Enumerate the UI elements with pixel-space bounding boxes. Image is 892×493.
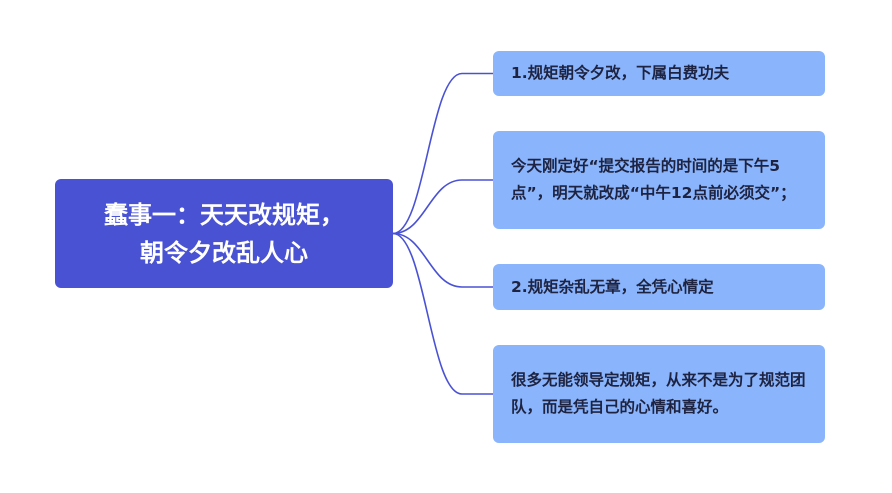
connector-branch-1 bbox=[392, 72, 493, 235]
root-node[interactable]: 蠢事一：天天改规矩， 朝令夕改乱人心 bbox=[55, 179, 393, 288]
branch-node-4[interactable]: 很多无能领导定规矩，从来不是为了规范团队，而是凭自己的心情和喜好。 bbox=[493, 345, 825, 443]
connector-branch-3 bbox=[392, 232, 493, 288]
root-title-line-1: 蠢事一：天天改规矩， bbox=[104, 200, 344, 229]
branch-text-4: 很多无能领导定规矩，从来不是为了规范团队，而是凭自己的心情和喜好。 bbox=[511, 371, 806, 416]
connector-branch-4 bbox=[392, 232, 493, 395]
branch-text-3: 2.规矩杂乱无章，全凭心情定 bbox=[511, 277, 714, 296]
branch-node-3[interactable]: 2.规矩杂乱无章，全凭心情定 bbox=[493, 264, 825, 310]
branch-text-2: 今天刚定好“提交报告的时间的是下午5点”，明天就改成“中午12点前必须交”； bbox=[511, 157, 796, 202]
root-title-line-2: 朝令夕改乱人心 bbox=[140, 238, 308, 267]
connector-branch-2 bbox=[392, 179, 493, 235]
branch-node-2[interactable]: 今天刚定好“提交报告的时间的是下午5点”，明天就改成“中午12点前必须交”； bbox=[493, 131, 825, 229]
branch-node-1[interactable]: 1.规矩朝令夕改，下属白费功夫 bbox=[493, 51, 825, 96]
branch-text-1: 1.规矩朝令夕改，下属白费功夫 bbox=[511, 64, 730, 82]
